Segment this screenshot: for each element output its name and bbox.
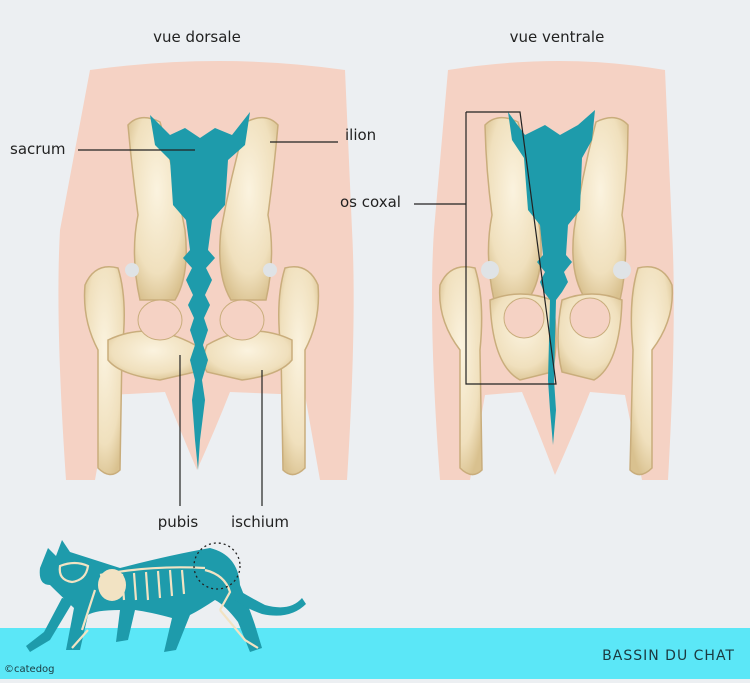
os-coxal-bracket [465, 111, 557, 385]
ventral-left-hip-joint [481, 261, 499, 279]
dorsal-right-femur [278, 266, 320, 476]
ventral-view-title: vue ventrale [510, 28, 605, 46]
dorsal-view [58, 61, 354, 480]
ventral-right-foramen [569, 297, 611, 339]
ilion-label: ilion [345, 126, 376, 144]
ventral-view [432, 61, 674, 480]
ventral-right-ilium [572, 116, 629, 301]
sacrum-label: sacrum [10, 140, 66, 158]
dorsal-right-foramen [219, 299, 265, 341]
os-coxal-label: os coxal [340, 193, 401, 211]
dorsal-sacrum [150, 112, 250, 470]
cat-pelvis-highlight [193, 542, 241, 590]
dorsal-view-title: vue dorsale [153, 28, 241, 46]
cat-skeleton-illustration [26, 540, 306, 652]
pubis-label: pubis [158, 513, 199, 531]
dorsal-left-femur [83, 266, 125, 476]
cat-body [39, 540, 262, 652]
dorsal-right-hip-joint [263, 263, 277, 277]
dorsal-left-foramen [137, 299, 183, 341]
ventral-right-femur [629, 266, 674, 476]
ventral-left-foramen [503, 297, 545, 339]
footer-title: BASSIN DU CHAT [602, 648, 735, 664]
cat-front-leg [26, 598, 74, 652]
ventral-right-hip-joint [613, 261, 631, 279]
dorsal-left-hip-joint [125, 263, 139, 277]
dorsal-left-ilium [127, 116, 187, 301]
ischium-label: ischium [231, 513, 289, 531]
copyright-notice: ©catedog [4, 664, 55, 675]
ventral-sacrum [508, 110, 595, 445]
cat-scapula [98, 569, 126, 601]
cat-tail [235, 590, 306, 616]
